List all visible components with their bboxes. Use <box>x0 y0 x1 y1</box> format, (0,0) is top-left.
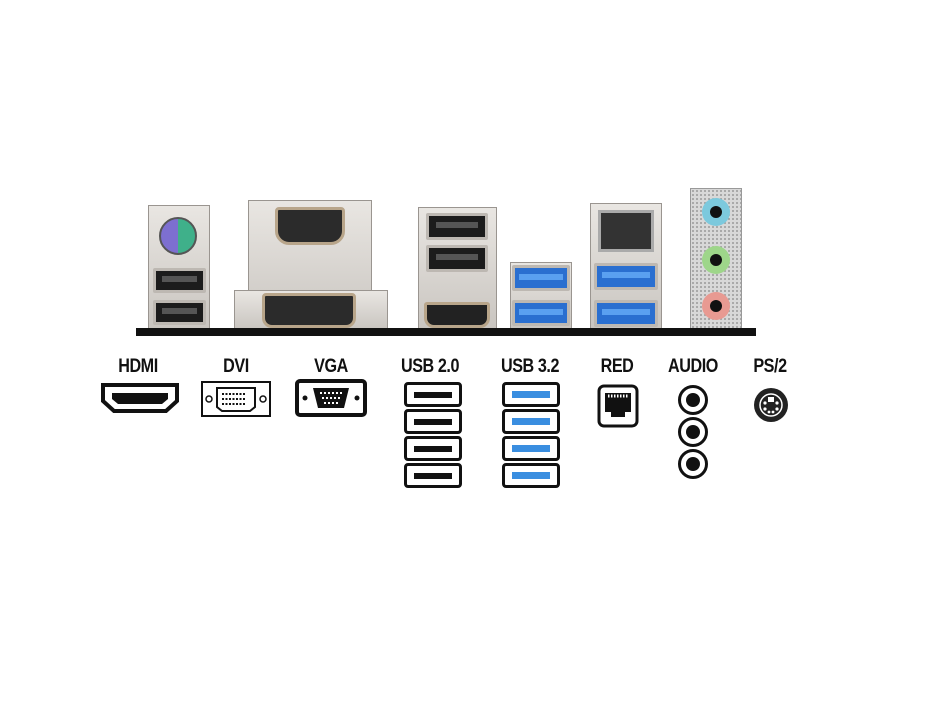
audio-jack-icon <box>678 417 708 447</box>
ethernet-icon <box>597 384 639 428</box>
label-audio: AUDIO <box>668 356 718 377</box>
usb3-icon <box>502 463 560 488</box>
usb3-icon <box>502 409 560 434</box>
usb2-port-photo <box>426 245 488 272</box>
label-usb32: USB 3.2 <box>500 356 560 377</box>
usb3-icon <box>502 382 560 407</box>
usb2-port-photo <box>153 300 206 325</box>
hdmi-port-photo <box>424 302 490 328</box>
label-ps2: PS/2 <box>753 356 787 377</box>
usb3-icon <box>502 436 560 461</box>
ps2-port-photo <box>159 217 197 255</box>
ps2-icon <box>754 388 788 422</box>
usb2-icon <box>404 409 462 434</box>
dvi-port-photo <box>262 293 356 328</box>
panel-base-bar <box>136 328 756 336</box>
label-usb20: USB 2.0 <box>400 356 460 377</box>
usb3-port-photo <box>512 300 570 326</box>
label-vga: VGA <box>314 356 348 377</box>
usb2-icon <box>404 382 462 407</box>
usb3-port-photo <box>594 263 658 290</box>
rj45-port-photo <box>598 210 654 252</box>
audio-jack-icon <box>678 385 708 415</box>
audio-jack-blue-photo <box>702 198 730 226</box>
usb3-port-photo <box>512 265 570 291</box>
vga-icon <box>295 379 367 417</box>
label-hdmi: HDMI <box>118 356 158 377</box>
audio-jack-icon <box>678 449 708 479</box>
label-red: RED <box>600 356 634 377</box>
usb2-icon <box>404 463 462 488</box>
usb2-port-photo <box>153 268 206 293</box>
audio-jack-pink-photo <box>702 292 730 320</box>
usb2-port-photo <box>426 213 488 240</box>
label-dvi: DVI <box>223 356 249 377</box>
vga-port-photo <box>275 207 345 245</box>
usb3-port-photo <box>594 300 658 327</box>
hdmi-icon <box>101 383 179 413</box>
audio-jack-green-photo <box>702 246 730 274</box>
usb2-icon <box>404 436 462 461</box>
dvi-icon <box>201 381 271 417</box>
